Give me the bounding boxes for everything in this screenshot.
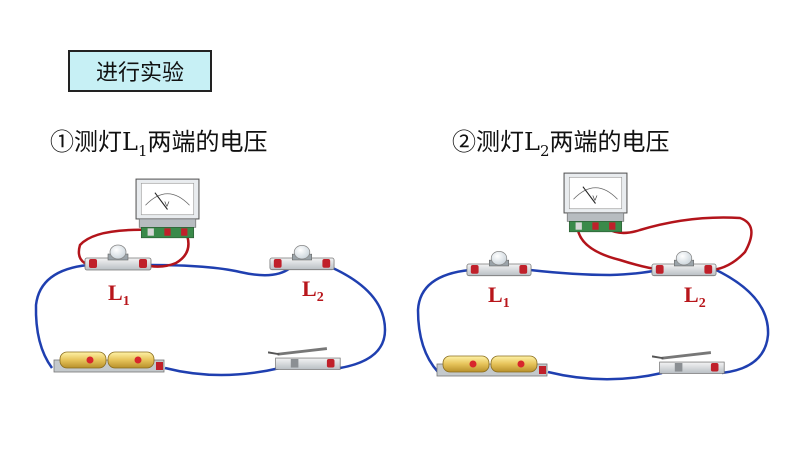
- wire-bulb2-switch: [325, 263, 387, 370]
- meter-wire-right: [593, 215, 753, 272]
- wire-bulb1-battery: [416, 268, 471, 373]
- switch-icon: [268, 347, 342, 371]
- caption-1-text: ①测灯L: [50, 128, 138, 156]
- label-L1: L1: [108, 280, 130, 309]
- meter-wire-right: [149, 229, 190, 268]
- caption-2-suffix: 两端的电压: [549, 128, 670, 156]
- battery-icon: [53, 351, 165, 373]
- wire-battery-switch: [164, 366, 281, 377]
- wire-bulb1-bulb2: [529, 268, 659, 277]
- caption-1-sub: 1: [137, 141, 148, 160]
- wire-bulb1-bulb2: [149, 263, 291, 277]
- circuit-diagram-1: L1 L2: [34, 178, 387, 377]
- bulb-icon: [651, 250, 717, 277]
- wire-bulb1-battery: [34, 263, 89, 369]
- voltmeter-icon: [563, 172, 628, 233]
- wire-battery-switch: [547, 370, 663, 381]
- circuit-diagram-2: L1 L2: [416, 172, 770, 381]
- battery-icon: [436, 355, 548, 377]
- bulb-icon: [269, 244, 335, 271]
- caption-2-sub: 2: [539, 141, 550, 160]
- caption-2-text: ②测灯L: [452, 128, 540, 156]
- caption-experiment-1: ①测灯L1两端的电压: [50, 122, 267, 160]
- caption-experiment-2: ②测灯L2两端的电压: [452, 122, 669, 160]
- label-L1: L1: [488, 282, 510, 311]
- caption-1-suffix: 两端的电压: [147, 128, 268, 156]
- page-title: 进行实验: [68, 50, 212, 92]
- label-L2: L2: [684, 282, 706, 311]
- voltmeter-icon: [135, 178, 200, 239]
- meter-wire-left: [77, 228, 153, 268]
- bulb-icon: [466, 250, 532, 277]
- meter-wire-left: [576, 217, 663, 272]
- label-L2: L2: [302, 276, 324, 305]
- switch-icon: [652, 351, 726, 375]
- bulb-icon: [84, 244, 152, 271]
- wire-bulb2-switch: [711, 266, 770, 375]
